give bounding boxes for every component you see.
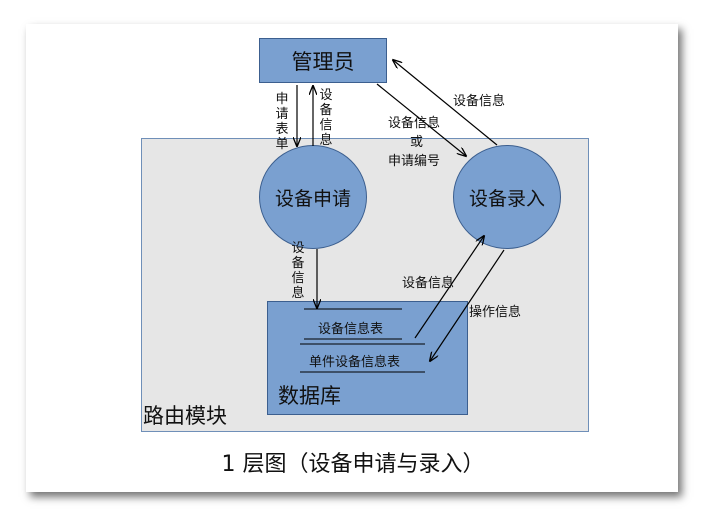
flow-label-entry-to-admin: 设备信息	[453, 94, 506, 109]
process-device-entry: 设备录入	[453, 145, 561, 249]
admin-entity-label: 管理员	[291, 49, 355, 74]
process-device-apply: 设备申请	[259, 145, 367, 249]
arrow-db-to-entry	[414, 236, 484, 339]
arrow-entry-to-db	[430, 249, 505, 361]
arrow-entry-to-admin	[393, 60, 498, 146]
database-label: 数据库	[278, 384, 341, 408]
flow-label-admin-to-apply: 申请表单	[275, 92, 289, 152]
diagram-caption: 1 层图（设备申请与录入）	[221, 452, 485, 477]
flow-label-db-to-entry: 设备信息	[402, 276, 455, 291]
flow-label-apply-to-admin: 设备信息	[319, 88, 333, 148]
flow-label-apply-to-db: 设备信息	[291, 241, 305, 301]
route-module-label: 路由模块	[143, 404, 227, 428]
flow-label-entry-to-db: 操作信息	[469, 305, 522, 320]
arrow-admin-to-entry	[376, 83, 466, 156]
flow-label-admin-to-entry-line1: 设备信息	[388, 116, 441, 131]
admin-entity: 管理员	[259, 38, 387, 83]
flow-label-admin-to-entry-line3: 申请编号	[388, 154, 441, 169]
single-device-info-table-label: 单件设备信息表	[309, 355, 401, 370]
process-device-entry-label: 设备录入	[468, 187, 545, 210]
device-info-table-label: 设备信息表	[318, 322, 384, 337]
process-device-apply-label: 设备申请	[274, 187, 351, 210]
flow-label-admin-to-entry-line2: 或	[410, 135, 424, 150]
